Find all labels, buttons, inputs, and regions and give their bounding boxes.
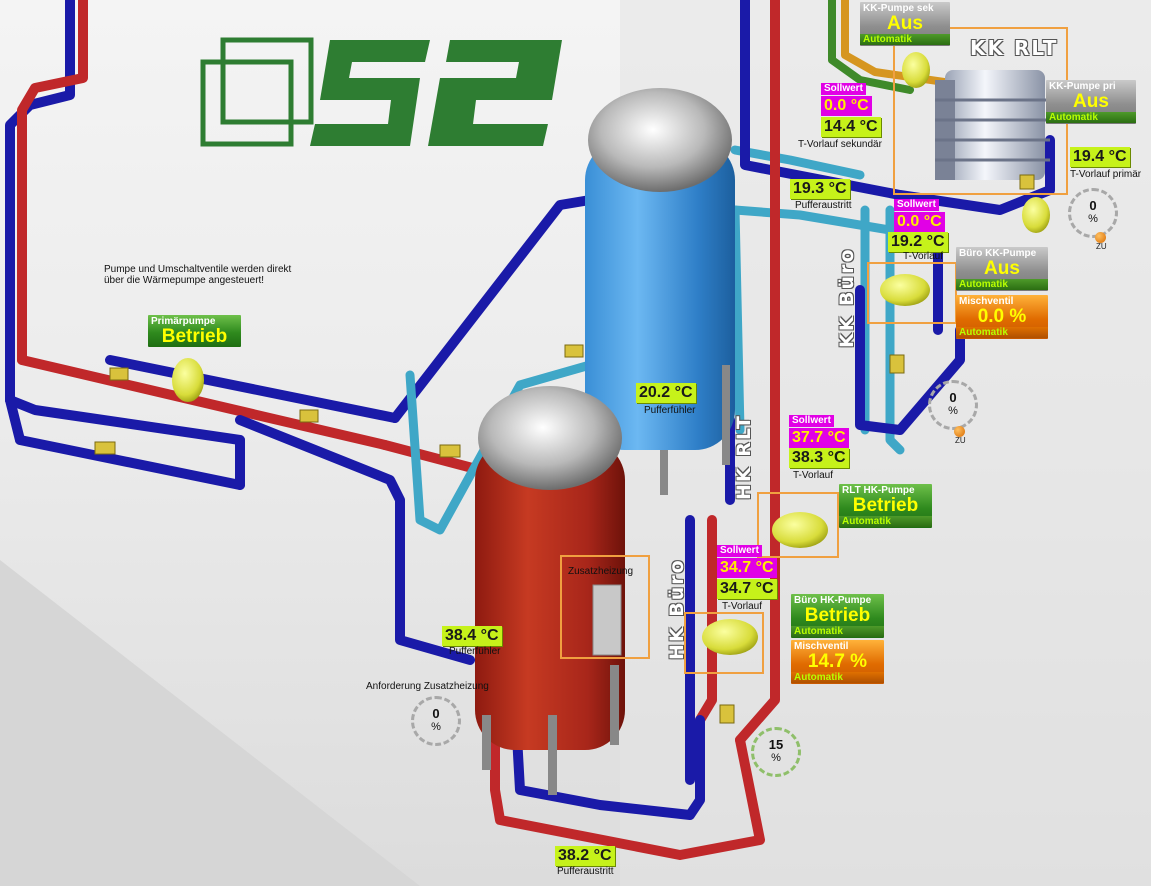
hk-buero-mischventil-mode: Automatik (794, 672, 843, 683)
hk-buero-pump-frame[interactable] (684, 612, 764, 674)
hk-buero-valve-gauge[interactable]: 15 % (751, 727, 801, 777)
info-note: Pumpe und Umschaltventile werden direkt … (104, 264, 292, 286)
heat-exchanger (935, 70, 1050, 180)
kk-pump-sec-mode: Automatik (863, 34, 912, 45)
company-logo (200, 37, 562, 147)
hk-rlt-setpoint-value[interactable]: 37.7 °C (789, 428, 849, 448)
buffer-bottom-austritt-value: 38.2 °C (555, 846, 615, 866)
kk-buero-mischventil-label: Mischventil (959, 296, 1014, 307)
hk-buero-mischventil-control[interactable]: Mischventil 14.7 % Automatik (791, 640, 884, 684)
kk-buero-title: KK Büro (836, 247, 858, 349)
kk-rlt-t-vorlauf-sek-label: T-Vorlauf sekundär (798, 139, 882, 150)
kk-rlt-setpoint-value[interactable]: 0.0 °C (821, 96, 872, 116)
valve-actuators (94, 174, 1035, 724)
kk-buero-valve-led (954, 426, 965, 437)
anforderung-zusatzheizung-gauge[interactable]: 0 % (411, 696, 461, 746)
kk-rlt-title: KK RLT (970, 36, 1059, 60)
kk-rlt-frame[interactable] (893, 27, 1068, 195)
hk-rlt-pump-label: RLT HK-Pumpe (842, 485, 915, 496)
kk-rlt-setpoint-label: Sollwert (821, 83, 866, 95)
hk-buero-mischventil-value: 14.7 % (807, 651, 868, 672)
primary-pump-state: Betrieb (161, 326, 228, 347)
hk-buero-t-vorlauf-label: T-Vorlauf (722, 601, 763, 612)
kk-pump-sec-state: Aus (887, 13, 923, 34)
kk-buero-pump-label: Büro KK-Pumpe (959, 248, 1037, 259)
hk-buero-t-vorlauf: 34.7 °C (717, 579, 777, 599)
buffer-top-fuehler-value: 20.2 °C (636, 383, 696, 403)
hk-rlt-t-vorlauf-label: T-Vorlauf (793, 470, 834, 481)
kk-buero-pump-control[interactable]: Büro KK-Pumpe Aus Automatik (956, 247, 1048, 291)
buffer-top-austritt-value: 19.3 °C (790, 179, 850, 199)
kk-rlt-valve-percent: 0 (1089, 198, 1097, 213)
kk-rlt-t-vorlauf-prim: 19.4 °C (1070, 147, 1130, 167)
anforderung-zusatzheizung-label: Anforderung Zusatzheizung (366, 681, 489, 692)
kk-buero-pump-frame[interactable] (867, 262, 957, 324)
kk-rlt-t-vorlauf-prim-label: T-Vorlauf primär (1070, 169, 1142, 180)
buffer-top-austritt-label: Pufferaustritt (795, 200, 852, 211)
hk-buero-pump-state: Betrieb (804, 605, 871, 626)
kk-buero-setpoint-label: Sollwert (894, 199, 939, 211)
kk-pump-pri-state: Aus (1073, 91, 1109, 112)
kk-buero-pump-state: Aus (984, 258, 1020, 279)
hk-buero-pump-label: Büro HK-Pumpe (794, 595, 872, 606)
kk-pump-sec-control[interactable]: KK-Pumpe sek Aus Automatik (860, 2, 950, 46)
hk-rlt-pump-state: Betrieb (852, 495, 919, 516)
hk-rlt-pump-control[interactable]: RLT HK-Pumpe Betrieb Automatik (839, 484, 932, 528)
anforderung-unit: % (431, 721, 441, 733)
hk-rlt-title: HK RLT (733, 414, 755, 500)
kk-pump-pri-mode: Automatik (1049, 112, 1098, 123)
kk-pump-sec-label: KK-Pumpe sek (863, 3, 934, 14)
hk-rlt-pump-frame[interactable] (757, 492, 839, 558)
primary-pump-label: Primärpumpe (151, 316, 216, 327)
kk-pump-pri-control[interactable]: KK-Pumpe pri Aus Automatik (1046, 80, 1136, 124)
hk-buero-setpoint-value[interactable]: 34.7 °C (717, 558, 777, 578)
kk-buero-mischventil-value: 0.0 % (977, 306, 1027, 327)
buffer-bottom-austritt-label: Pufferaustritt (557, 866, 614, 877)
kk-buero-valve-percent: 0 (949, 390, 957, 405)
kk-rlt-t-vorlauf-sek: 14.4 °C (821, 117, 881, 137)
hk-buero-pump-mode: Automatik (794, 626, 843, 637)
buffer-bottom-fuehler-label: Pufferfühler (449, 646, 501, 657)
kk-rlt-valve-unit: % (1088, 213, 1098, 225)
anforderung-percent: 0 (432, 706, 440, 721)
buffer-tank-hot (475, 386, 625, 795)
kk-buero-mischventil-control[interactable]: Mischventil 0.0 % Automatik (956, 295, 1048, 339)
buffer-top-fuehler-label: Pufferfühler (644, 405, 696, 416)
hk-buero-setpoint-label: Sollwert (717, 545, 762, 557)
zusatzheizung-label: Zusatzheizung (568, 566, 634, 577)
kk-rlt-valve-state: ZU (1096, 242, 1107, 251)
kk-buero-valve-gauge[interactable]: 0 % (928, 380, 978, 430)
kk-rlt-valve-led (1095, 232, 1106, 243)
buffer-bottom-fuehler-value: 38.4 °C (442, 626, 502, 646)
kk-buero-t-vorlauf-label: T-Vorlauf (903, 251, 944, 262)
buffer-tank-cold (585, 88, 735, 495)
kk-buero-mischventil-mode: Automatik (959, 327, 1008, 338)
hk-buero-valve-percent: 15 (768, 737, 784, 752)
zusatzheizung-element (592, 584, 622, 656)
kk-buero-valve-unit: % (948, 405, 958, 417)
hk-rlt-pump-mode: Automatik (842, 516, 891, 527)
hk-rlt-setpoint-label: Sollwert (789, 415, 834, 427)
hk-rlt-t-vorlauf: 38.3 °C (789, 448, 849, 468)
kk-pump-pri-label: KK-Pumpe pri (1049, 81, 1116, 92)
pump-motors (172, 52, 1050, 655)
hk-buero-pump-control[interactable]: Büro HK-Pumpe Betrieb Automatik (791, 594, 884, 638)
kk-buero-setpoint-value[interactable]: 0.0 °C (894, 212, 945, 232)
kk-buero-pump-mode: Automatik (959, 279, 1008, 290)
kk-buero-t-vorlauf: 19.2 °C (888, 232, 948, 252)
kk-rlt-valve-gauge[interactable]: 0 % (1068, 188, 1118, 238)
hk-buero-mischventil-label: Mischventil (794, 641, 849, 652)
primary-pump-control[interactable]: Primärpumpe Betrieb (148, 315, 241, 347)
kk-buero-valve-state: ZU (955, 436, 966, 445)
zusatzheizung-frame[interactable] (560, 555, 650, 659)
hk-buero-valve-unit: % (771, 752, 781, 764)
piping (5, 0, 1055, 860)
